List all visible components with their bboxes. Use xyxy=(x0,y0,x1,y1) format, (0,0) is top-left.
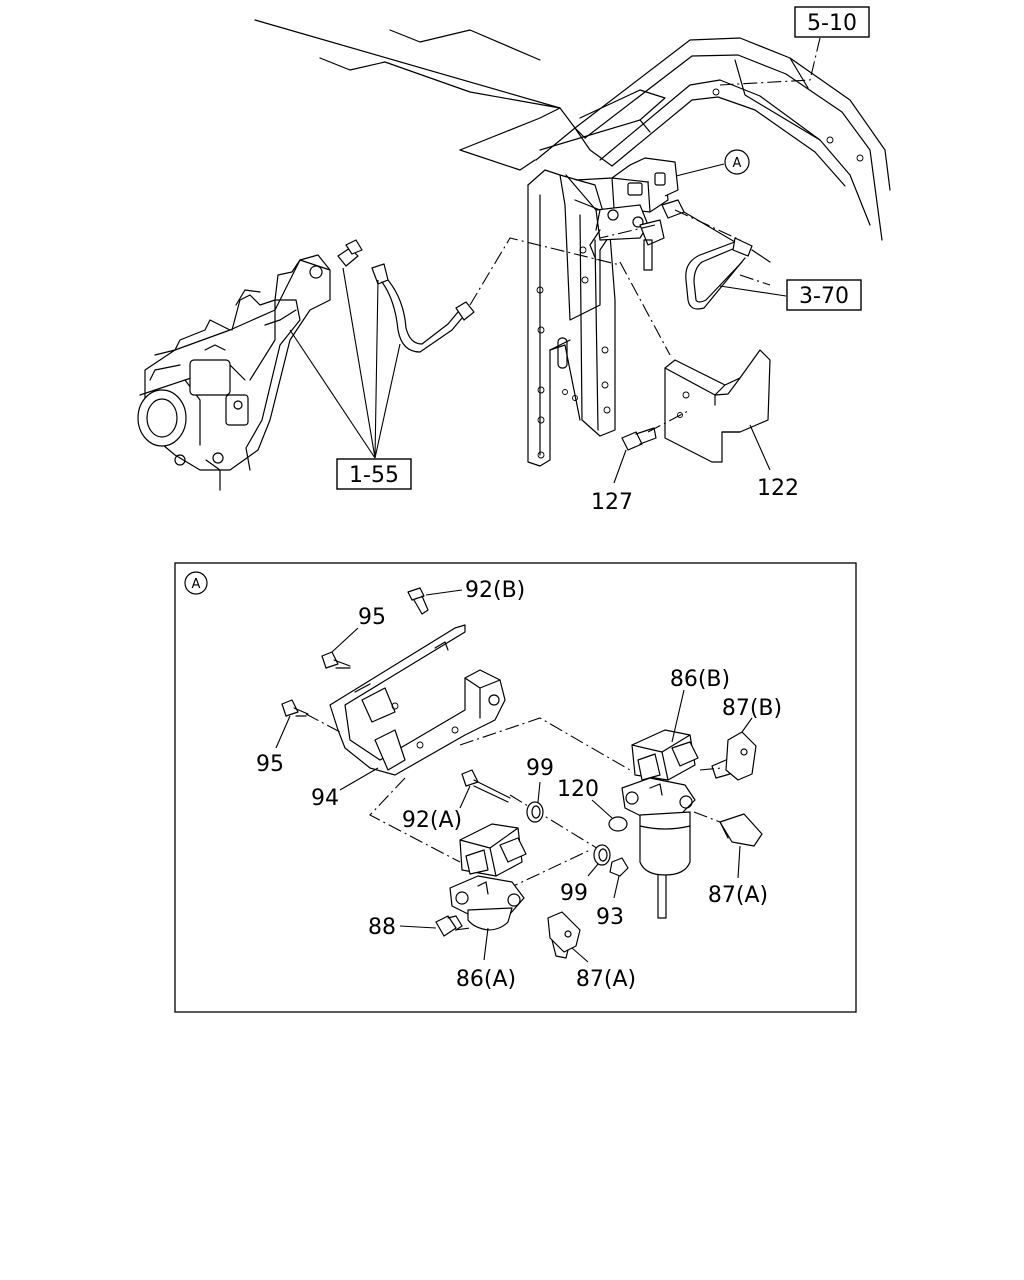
part-122-leader xyxy=(749,424,771,471)
bolt-92a xyxy=(461,769,511,803)
detail-assembly-5 xyxy=(693,811,721,823)
engine-throttle-assembly xyxy=(137,254,331,491)
assembly-line-5 xyxy=(674,209,741,241)
screw-95-left xyxy=(281,699,309,717)
p93-label: 93 xyxy=(596,905,624,930)
p87a-right-label: 87(A) xyxy=(708,883,768,908)
assembly-line-1 xyxy=(469,237,621,306)
p95-left-label: 95 xyxy=(256,752,284,777)
assembly-line-4 xyxy=(599,224,656,239)
p94-label: 94 xyxy=(311,786,339,811)
detail-a-marker xyxy=(724,149,750,175)
screw-95-left-axis xyxy=(305,713,341,733)
part-127-leader xyxy=(613,449,627,484)
p99-top-label: 99 xyxy=(526,756,554,781)
detail-a-frame xyxy=(174,562,857,1013)
fitting-87b xyxy=(711,731,757,781)
p87a-right-leader xyxy=(737,845,741,879)
valve-86b xyxy=(621,729,699,919)
fitting-87a-right xyxy=(719,813,763,847)
part-122-label: 122 xyxy=(757,476,799,501)
cab-floor-panel xyxy=(254,19,576,171)
washer-99-bottom xyxy=(593,844,611,866)
detail-a-marker-label: A xyxy=(733,156,742,171)
p99-bottom-leader xyxy=(587,863,599,877)
o-ring-120 xyxy=(608,816,628,832)
ref-1-55-label: 1-55 xyxy=(349,463,399,488)
assembly-line-6 xyxy=(739,274,771,286)
p95-left-leader xyxy=(275,715,291,749)
fitting-and-hose xyxy=(337,239,475,353)
cover-bracket xyxy=(664,349,771,463)
p95-top-label: 95 xyxy=(358,605,386,630)
ref-3-70-box xyxy=(786,279,862,311)
ref-1-55-leaders xyxy=(289,267,401,459)
assembly-line-3 xyxy=(647,409,691,433)
detail-assembly-2 xyxy=(369,777,461,863)
p87b-leader xyxy=(741,717,753,733)
p86b-leader xyxy=(671,689,685,743)
p86a-label: 86(A) xyxy=(456,967,516,992)
p88-label: 88 xyxy=(368,915,396,940)
detail-a-panel: A 92(B) 95 xyxy=(174,562,857,1013)
p87a-bottom-leader xyxy=(571,947,589,963)
part-127-label: 127 xyxy=(591,490,633,515)
p92a-label: 92(A) xyxy=(402,808,462,833)
p94-leader xyxy=(339,767,379,791)
bolt-92b xyxy=(407,587,429,615)
detail-a-panel-marker-label: A xyxy=(192,577,201,592)
ref-5-10-label: 5-10 xyxy=(807,11,857,36)
ref-1-55-box xyxy=(336,458,412,490)
detail-assembly-3 xyxy=(509,794,601,851)
detail-assembly-1 xyxy=(459,717,631,771)
vertical-bracket xyxy=(527,169,616,467)
valve-assembly-installed xyxy=(565,157,685,271)
assembly-line-2 xyxy=(619,261,671,356)
detail-assembly-4 xyxy=(504,849,591,891)
p120-label: 120 xyxy=(557,777,599,802)
p99-top-leader xyxy=(537,781,541,803)
nut-93 xyxy=(609,857,629,877)
p88-leader xyxy=(399,925,437,929)
p93-leader xyxy=(613,875,620,899)
fitting-87a-bottom xyxy=(547,911,581,959)
p92b-label: 92(B) xyxy=(465,578,525,603)
detail-assembly-6 xyxy=(699,767,723,771)
ref-3-70-label: 3-70 xyxy=(799,284,849,309)
plug-88 xyxy=(435,915,463,937)
bracket-94 xyxy=(329,624,506,776)
ref-3-70-leader xyxy=(719,285,787,297)
ref-5-10-box xyxy=(794,6,870,38)
p120-leader xyxy=(591,799,613,819)
ref-5-10-leader xyxy=(719,37,821,86)
p86a-leader xyxy=(483,927,489,961)
hose-loop xyxy=(683,211,771,310)
p87a-bottom-label: 87(A) xyxy=(576,967,636,992)
valve-86a xyxy=(449,823,527,931)
p99-bottom-label: 99 xyxy=(560,881,588,906)
p87b-label: 87(B) xyxy=(722,696,782,721)
p86b-label: 86(B) xyxy=(670,667,730,692)
detail-a-leader xyxy=(675,163,725,177)
screw-95-top xyxy=(321,651,351,669)
bolt-127 xyxy=(621,427,657,451)
p92b-leader xyxy=(425,589,463,596)
washer-99-top xyxy=(526,801,544,823)
frame-rail xyxy=(535,37,891,241)
p95-top-leader xyxy=(331,627,359,653)
overview-illustration: 5-10 3-70 A 1-55 127 122 xyxy=(137,6,891,515)
p92a-leader xyxy=(459,785,471,809)
detail-a-panel-marker xyxy=(184,571,208,595)
